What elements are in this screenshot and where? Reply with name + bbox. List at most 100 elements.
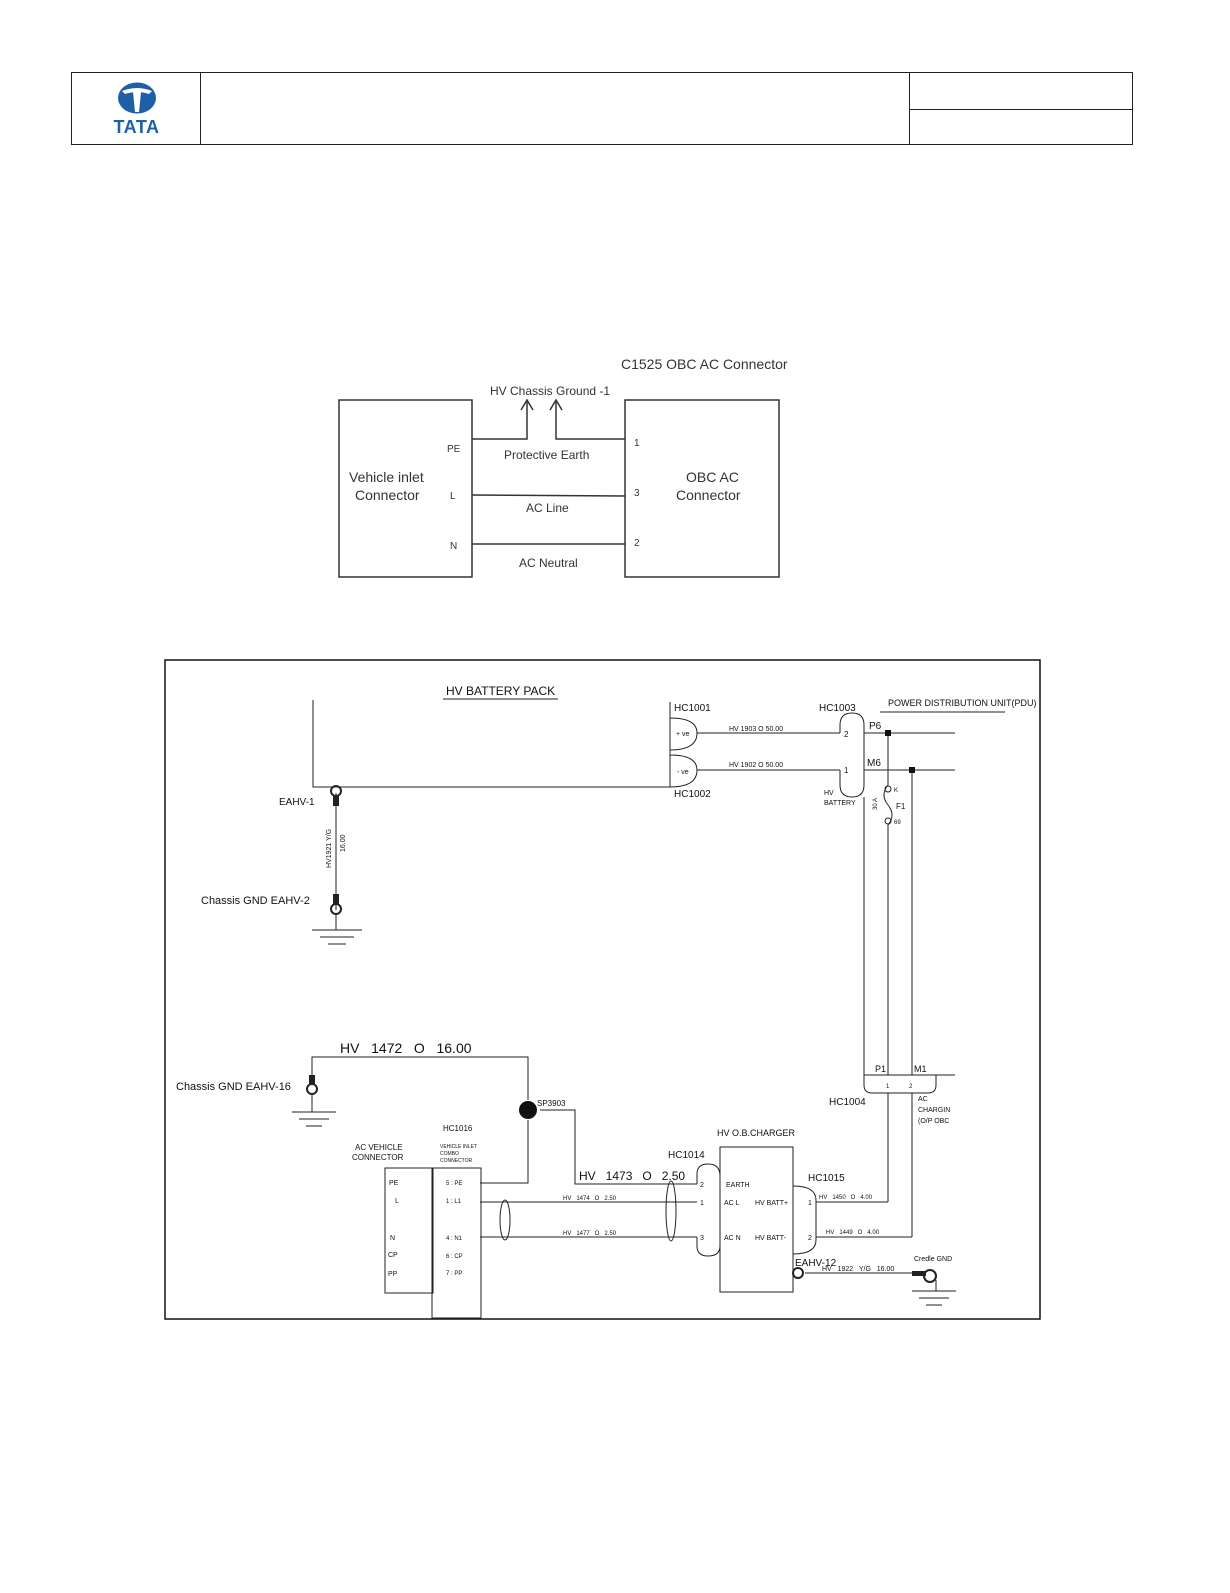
eahv12-label: EAHV-12 xyxy=(795,1258,837,1269)
inlet-label-3: CONNECTOR xyxy=(440,1158,473,1164)
m1-label: M1 xyxy=(914,1064,927,1074)
hc1002-label: HC1002 xyxy=(674,789,711,800)
chassis-gnd-16-label: Chassis GND EAHV-16 xyxy=(176,1081,291,1093)
hc1004-pin1: 1 xyxy=(886,1084,890,1090)
ac-pin-l: L xyxy=(395,1198,399,1205)
block-diagram xyxy=(338,398,780,578)
hv-battery-label-1: HV xyxy=(824,790,834,797)
wire-1474-label: HV 1474 O 2.50 xyxy=(563,1196,617,1202)
header-right-cell xyxy=(910,73,1132,144)
ac-pin-pe: PE xyxy=(389,1180,399,1187)
vertical-wire-label: HV1921 Y/G xyxy=(326,829,333,868)
m6-label: M6 xyxy=(867,758,881,769)
sp3903-splice-icon xyxy=(519,1101,537,1119)
hc1014-pin2: 2 xyxy=(700,1182,704,1189)
charger-batt-neg: HV BATT- xyxy=(755,1235,787,1242)
fuse-pin-top: K xyxy=(894,788,898,794)
charger-batt-pos: HV BATT+ xyxy=(755,1200,788,1207)
header-title-cell xyxy=(201,73,910,144)
vehicle-inlet-box xyxy=(338,399,473,578)
hc1004-pin2: 2 xyxy=(909,1084,913,1090)
p6-label: P6 xyxy=(869,721,882,732)
ac-pin-pp: PP xyxy=(388,1271,398,1278)
block-diagram-text: C1525 OBC AC Connector HV Chassis Ground… xyxy=(349,356,788,570)
ac-vehicle-label-1: AC VEHICLE xyxy=(355,1143,403,1152)
wire-1902-label: HV 1902 O 50.00 xyxy=(729,762,783,769)
hv-battery-label-2: BATTERY xyxy=(824,800,856,807)
left-pin-pe: PE xyxy=(447,444,461,455)
ac-line-wire xyxy=(471,494,626,497)
header-table: TATA xyxy=(71,72,1133,145)
neg-ve-label: - ve xyxy=(677,769,689,776)
combo-pin-pp: 7 : PP xyxy=(446,1271,462,1277)
hc1015-label: HC1015 xyxy=(808,1173,845,1184)
sp3903-label: SP3903 xyxy=(537,1099,566,1108)
left-box-line1: Vehicle inlet xyxy=(349,469,424,485)
wire-1472-label: HV 1472 O 16.00 xyxy=(340,1040,472,1056)
logo-cell: TATA xyxy=(72,73,201,144)
ac-charging-label-1: AC xyxy=(918,1096,928,1103)
hv-ob-charger-label: HV O.B.CHARGER xyxy=(717,1128,796,1138)
wire-1449-label: HV 1449 O 4.00 xyxy=(826,1230,880,1236)
header-right-row xyxy=(910,73,1132,110)
hc1014-pin1: 1 xyxy=(700,1200,704,1207)
eahv12-terminal-icon xyxy=(792,1267,804,1279)
right-pin-3: 3 xyxy=(634,488,640,499)
vertical-wire-size: 16.00 xyxy=(340,834,347,852)
combo-pin-pe: 5 : PE xyxy=(446,1181,462,1187)
eahv2-terminal-icon xyxy=(330,903,342,915)
ground-label: HV Chassis Ground -1 xyxy=(490,384,610,398)
hc1001-label: HC1001 xyxy=(674,703,711,714)
eahv16-terminal-icon xyxy=(306,1083,318,1095)
charger-acn: AC N xyxy=(724,1235,741,1242)
hc1015-pin2: 2 xyxy=(808,1235,812,1242)
hc1014-label: HC1014 xyxy=(668,1150,705,1161)
hc1003-pin1: 1 xyxy=(844,766,849,775)
right-box-line1: OBC AC xyxy=(686,469,739,485)
tata-logo-icon xyxy=(118,82,156,114)
chassis-gnd-2-label: Chassis GND EAHV-2 xyxy=(201,895,310,907)
fuse-pin-bottom: 69 xyxy=(894,820,901,826)
ground-arrow-left xyxy=(472,402,528,440)
right-pin-1: 1 xyxy=(634,438,640,449)
hc1015-pin1: 1 xyxy=(808,1200,812,1207)
ac-vehicle-label-2: CONNECTOR xyxy=(352,1153,404,1162)
block-title: C1525 OBC AC Connector xyxy=(621,356,788,372)
ac-line-label: AC Line xyxy=(526,501,569,515)
ac-neutral-label: AC Neutral xyxy=(519,556,578,570)
schematic-lines xyxy=(292,698,1005,1319)
ac-charging-label-3: (O/P OBC xyxy=(918,1118,949,1125)
schematic-frame xyxy=(164,659,1041,1320)
wire-1473-label: HV 1473 O 2.50 xyxy=(579,1169,685,1183)
combo-pin-cp: 6 : CP xyxy=(446,1254,463,1260)
credle-gnd-label: Credle GND xyxy=(914,1256,952,1263)
combo-pin-n1: 4 : N1 xyxy=(446,1236,463,1242)
eahv1-label: EAHV-1 xyxy=(279,797,315,808)
pdu-label: POWER DISTRIBUTION UNIT(PDU) xyxy=(888,698,1037,708)
obc-ac-box xyxy=(624,399,780,578)
fuse-label: F1 xyxy=(896,802,906,811)
battery-pack-title: HV BATTERY PACK xyxy=(446,684,555,698)
ac-pin-cp: CP xyxy=(388,1252,398,1259)
right-box-line2: Connector xyxy=(676,487,741,503)
inlet-label-2: COMBO xyxy=(440,1151,459,1157)
right-pin-2: 2 xyxy=(634,538,640,549)
hc1016-label: HC1016 xyxy=(443,1124,473,1133)
hc1003-pin2: 2 xyxy=(844,730,849,739)
p1-label: P1 xyxy=(875,1064,886,1074)
ac-charging-label-2: CHARGIN xyxy=(918,1107,950,1114)
left-pin-l: L xyxy=(450,491,456,502)
wire-1903-label: HV 1903 O 50.00 xyxy=(729,726,783,733)
wire-1450-label: HV 1450 O 4.00 xyxy=(819,1195,873,1201)
left-box-line2: Connector xyxy=(355,487,420,503)
pos-ve-label: + ve xyxy=(676,731,690,738)
wire-1477-label: HV 1477 O 2.50 xyxy=(563,1231,617,1237)
hc1014-pin3: 3 xyxy=(700,1235,704,1242)
charger-earth: EARTH xyxy=(726,1182,750,1189)
schematic-text: HV BATTERY PACK HC1001 HC1002 HC1003 POW… xyxy=(176,684,1037,1278)
left-pin-n: N xyxy=(450,541,457,552)
charger-acl: AC L xyxy=(724,1200,740,1207)
combo-pin-l1: 1 : L1 xyxy=(446,1199,462,1205)
wire-1922-label: HV 1922 Y/G 16.00 xyxy=(822,1266,894,1273)
hc1004-label: HC1004 xyxy=(829,1097,866,1108)
